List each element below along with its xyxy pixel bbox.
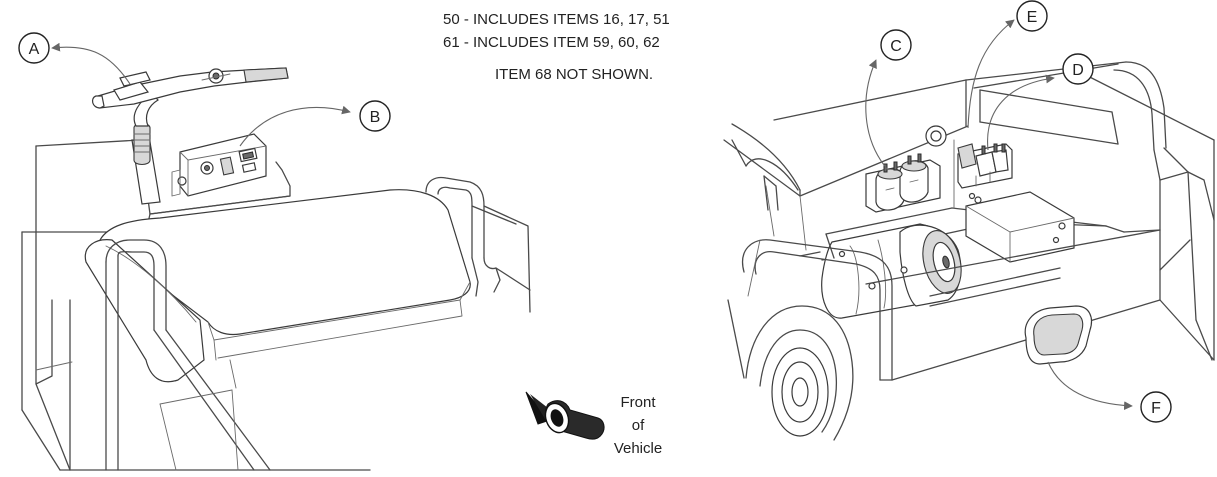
callout-f: F: [1140, 391, 1172, 423]
callout-e: E: [1016, 0, 1048, 32]
seat: [84, 189, 471, 383]
controller-box: [965, 191, 1075, 263]
notes-block: 50 - INCLUDES ITEMS 16, 17, 51 61 - INCL…: [380, 8, 800, 86]
direction-arrow-icon: [525, 391, 605, 440]
callout-b-label: B: [370, 109, 381, 126]
drive-motor: [821, 223, 962, 319]
callout-b: B: [359, 100, 391, 132]
callout-e-label: E: [1027, 9, 1038, 26]
front-of-vehicle-label: Front of Vehicle: [588, 391, 688, 460]
callout-f-label: F: [1151, 400, 1161, 417]
front-label-line-3: Vehicle: [613, 440, 663, 457]
side-rail: [425, 176, 531, 313]
callout-c-label: C: [890, 38, 902, 55]
grab-rail: [105, 239, 271, 471]
tiller: [91, 67, 289, 205]
wheel: [745, 305, 854, 441]
tail-lamp: [1024, 305, 1093, 365]
note-line-item-68: ITEM 68 NOT SHOWN.: [495, 66, 654, 83]
left-view: [21, 67, 531, 471]
callout-a: A: [18, 32, 50, 64]
right-view: [723, 61, 1215, 441]
front-label-line-2: of: [631, 417, 645, 434]
callout-arrows: [51, 19, 1133, 411]
solenoid-assembly: [865, 153, 941, 213]
callout-a-label: A: [29, 41, 40, 58]
control-panel: [179, 133, 267, 197]
note-line-items-50: 50 - INCLUDES ITEMS 16, 17, 51: [443, 11, 670, 28]
callout-d: D: [1062, 53, 1094, 85]
front-label-line-1: Front: [620, 394, 656, 411]
callout-d-label: D: [1072, 62, 1084, 79]
note-line-items-61: 61 - INCLUDES ITEM 59, 60, 62: [443, 34, 660, 51]
relay-assembly: [957, 143, 1013, 189]
callout-c: C: [880, 29, 912, 61]
